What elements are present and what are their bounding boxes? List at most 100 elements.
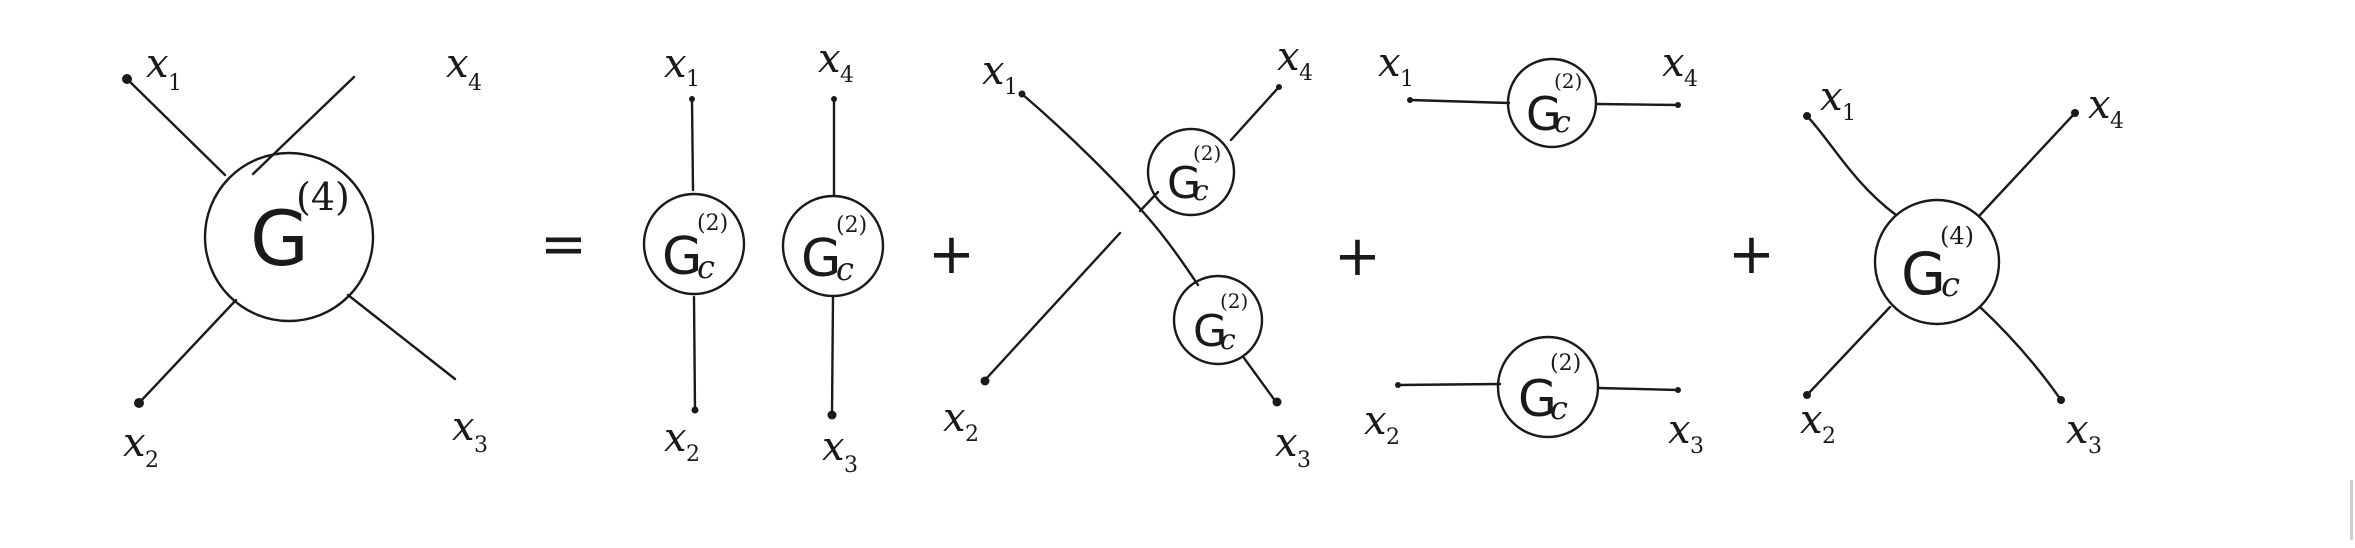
- term-14-23: G (2) c G (2) c x 1 x 4 x 2 x 3: [1364, 40, 1704, 459]
- endpoint-x4: [1276, 84, 1282, 90]
- label-x4: x: [818, 36, 841, 82]
- label-x1: x: [146, 41, 169, 87]
- term-12-34: G (2) c G (2) c x 1 x 4 x 2 x 3: [642, 36, 885, 478]
- sub-c: c: [836, 250, 854, 288]
- vertex-dot-x2: [134, 398, 144, 408]
- endpoint-x4: [831, 96, 837, 102]
- G4-superscript: (4): [296, 175, 350, 219]
- line-bubble-to-x3: [830, 294, 835, 417]
- label-x4-index: 4: [1299, 61, 1313, 86]
- lhs-four-point-function: G (4) x 1 x 4 x 2 x 3: [122, 41, 488, 473]
- plus-sign: +: [1334, 224, 1381, 289]
- line-bubble-to-x4: [1594, 102, 1680, 107]
- connected-two-point-bubble: [1496, 335, 1600, 439]
- line-x2-to-bubble: [1396, 382, 1502, 387]
- label-x1-index: 1: [686, 67, 700, 92]
- label-x3: x: [1275, 420, 1298, 466]
- leg-x2: [137, 298, 238, 405]
- endpoint-x1: [1018, 90, 1026, 98]
- endpoint-x3: [2057, 396, 2065, 404]
- term-connected-four-point: G (4) c x 1 x 4 x 2 x 3: [1800, 74, 2124, 459]
- line-bubble-to-x4: [1229, 86, 1280, 142]
- label-x1-index: 1: [1400, 67, 1414, 92]
- G-symbol: G: [1518, 370, 1557, 428]
- plus-sign: +: [1728, 222, 1775, 287]
- G-symbol: G: [801, 229, 841, 289]
- label-x1-index: 1: [1842, 101, 1856, 126]
- label-x2-index: 2: [686, 442, 700, 467]
- sub-c: c: [1941, 265, 1960, 305]
- sup-2: (2): [836, 213, 867, 238]
- connected-two-point-bubble: [1146, 127, 1236, 217]
- label-x1: x: [1378, 40, 1401, 86]
- label-x1: x: [664, 41, 687, 87]
- label-x1-index: 1: [1004, 75, 1018, 100]
- label-x4: x: [446, 41, 469, 87]
- G-symbol: G: [1193, 306, 1227, 357]
- scroll-indicator: [2350, 480, 2353, 540]
- label-x1: x: [982, 48, 1005, 94]
- endpoint-x3: [1675, 387, 1681, 393]
- blob-G4: [203, 151, 375, 323]
- G-symbol: G: [1901, 240, 1946, 308]
- label-x4: x: [1662, 40, 1685, 86]
- label-x3-index: 3: [844, 453, 858, 478]
- endpoint-x4: [1675, 102, 1681, 108]
- label-x3: x: [452, 404, 475, 450]
- sup-2: (2): [1220, 289, 1248, 313]
- label-x3: x: [822, 424, 845, 470]
- equals-sign: =: [540, 212, 587, 277]
- line-x2-to-crossing: [983, 231, 1122, 382]
- label-x2: x: [664, 415, 687, 461]
- sup-2: (2): [1193, 141, 1221, 165]
- sup-2: (2): [1554, 69, 1582, 93]
- label-x2-index: 2: [1386, 425, 1400, 450]
- endpoint-x3: [1272, 397, 1282, 407]
- vertex-dot-x1: [122, 74, 132, 84]
- label-x4: x: [2088, 82, 2111, 128]
- term-13-24-crossed: G (2) c G (2) c x 1 x 4 x 2 x 3: [943, 34, 1313, 473]
- connected-two-point-bubble: [781, 194, 885, 298]
- label-x2: x: [943, 395, 966, 441]
- G-symbol: G: [662, 227, 702, 287]
- label-x4-index: 4: [1684, 67, 1698, 92]
- leg-x4: [1978, 111, 2077, 217]
- G-symbol: G: [1167, 158, 1201, 209]
- label-x4-index: 4: [468, 71, 482, 96]
- endpoint-x2: [1395, 382, 1401, 388]
- endpoint-x1: [1407, 97, 1413, 103]
- endpoint-x2: [980, 376, 990, 386]
- sub-c: c: [1220, 323, 1236, 356]
- leg-x1: [125, 77, 227, 177]
- line-x1-to-bubble: [1408, 98, 1511, 105]
- plus-sign: +: [928, 222, 975, 287]
- label-x1-index: 1: [168, 71, 182, 96]
- endpoint-x3: [827, 410, 837, 420]
- label-x2: x: [123, 420, 146, 466]
- endpoint-x1: [689, 96, 695, 102]
- label-x2-index: 2: [145, 448, 159, 473]
- endpoint-x2: [691, 406, 699, 414]
- label-x2: x: [1364, 398, 1387, 444]
- line-x1-to-bubble: [690, 97, 695, 192]
- label-x2-index: 2: [1822, 424, 1836, 449]
- label-x4-index: 4: [2110, 109, 2124, 134]
- leg-x3: [346, 293, 457, 381]
- sub-c: c: [1554, 105, 1571, 140]
- line-bubble-to-x2: [692, 295, 697, 412]
- line-bubble-to-x3: [1596, 386, 1680, 392]
- endpoint-x2: [1803, 391, 1811, 399]
- sub-c: c: [697, 248, 715, 286]
- connected-two-point-bubble: [642, 192, 746, 296]
- leg-x3: [1978, 305, 2063, 402]
- sub-c: c: [1550, 389, 1568, 427]
- endpoint-x1: [1803, 112, 1811, 120]
- leg-x1: [1805, 114, 1898, 217]
- G-symbol: G: [1526, 87, 1562, 141]
- label-x1: x: [1820, 74, 1843, 120]
- leg-x4: [251, 75, 356, 176]
- label-x4: x: [1277, 34, 1300, 80]
- leg-x2: [1805, 305, 1892, 397]
- line-bubble-to-x3: [1242, 356, 1278, 404]
- connected-four-point-blob: [1873, 198, 2001, 326]
